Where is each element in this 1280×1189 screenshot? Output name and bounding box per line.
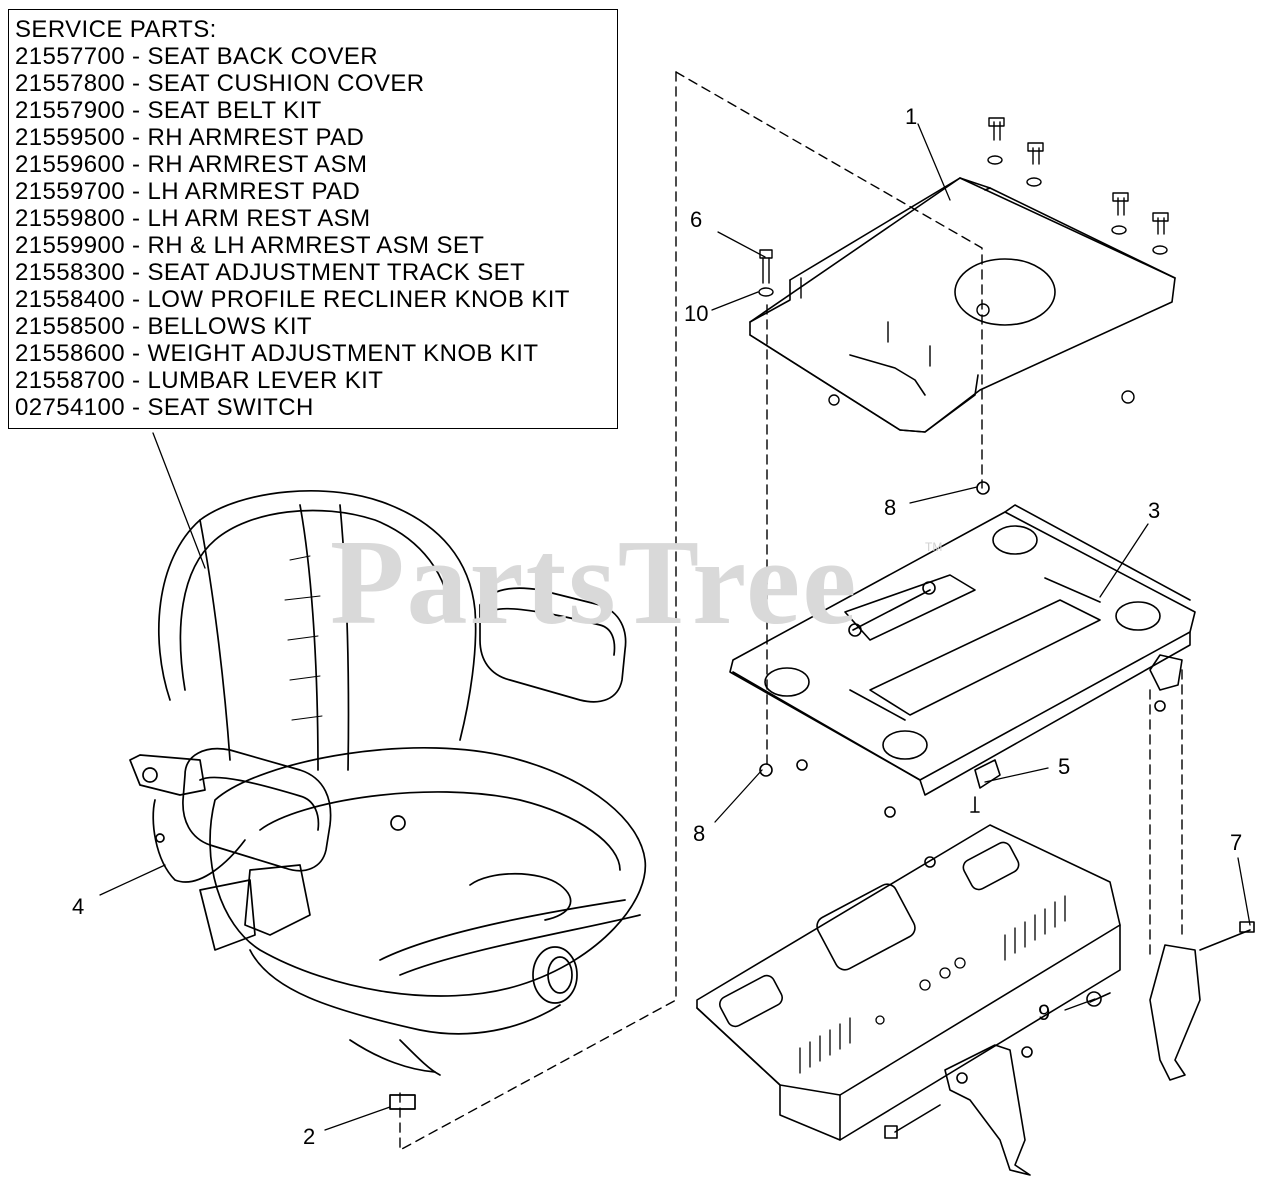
service-parts-list: 21557700 - SEAT BACK COVER 21557800 - SE…	[15, 43, 609, 421]
callout-1: 1	[905, 104, 918, 129]
list-item: 21558700 - LUMBAR LEVER KIT	[15, 367, 384, 394]
list-item: 02754100 - SEAT SWITCH	[15, 394, 314, 421]
service-parts-title: SERVICE PARTS:	[15, 16, 217, 43]
callout-5: 5	[1058, 754, 1071, 779]
list-item: 21558600 - WEIGHT ADJUSTMENT KNOB KIT	[15, 340, 539, 367]
part-3-track-plate	[729, 481, 1196, 868]
list-item: 21558300 - SEAT ADJUSTMENT TRACK SET	[15, 259, 526, 286]
seat-assembly	[129, 489, 647, 1110]
list-item: 21559800 - LH ARM REST ASM	[15, 205, 371, 232]
service-parts-box: SERVICE PARTS: 21557700 - SEAT BACK COVE…	[8, 9, 618, 429]
list-item: 21558400 - LOW PROFILE RECLINER KNOB KIT	[15, 286, 570, 313]
callout-8-upper: 8	[884, 495, 897, 520]
callout-7: 7	[1230, 830, 1243, 855]
callout-9: 9	[1038, 1000, 1051, 1025]
list-item: 21559600 - RH ARMREST ASM	[15, 151, 368, 178]
right-brackets	[884, 921, 1255, 1176]
list-item: 21559900 - RH & LH ARMREST ASM SET	[15, 232, 485, 259]
watermark: PartsTree	[330, 515, 859, 650]
list-item: 21559500 - RH ARMREST PAD	[15, 124, 365, 151]
list-item: 21558500 - BELLOWS KIT	[15, 313, 312, 340]
callout-2: 2	[303, 1124, 316, 1149]
leader-lines	[99, 123, 1251, 1131]
list-item: 21557800 - SEAT CUSHION COVER	[15, 70, 425, 97]
callout-4: 4	[72, 894, 85, 919]
callout-8-lower: 8	[693, 821, 706, 846]
dashed-assembly-lines	[399, 71, 1183, 1151]
list-item: 21559700 - LH ARMREST PAD	[15, 178, 361, 205]
list-item: 21557700 - SEAT BACK COVER	[15, 43, 379, 70]
part-1-mounting-plate	[749, 117, 1176, 433]
lower-frame	[696, 824, 1121, 1141]
watermark-trademark: TM	[925, 540, 943, 554]
list-item: 21557900 - SEAT BELT KIT	[15, 97, 322, 124]
callout-6: 6	[690, 207, 703, 232]
callout-10: 10	[684, 301, 709, 326]
callout-3: 3	[1148, 498, 1161, 523]
